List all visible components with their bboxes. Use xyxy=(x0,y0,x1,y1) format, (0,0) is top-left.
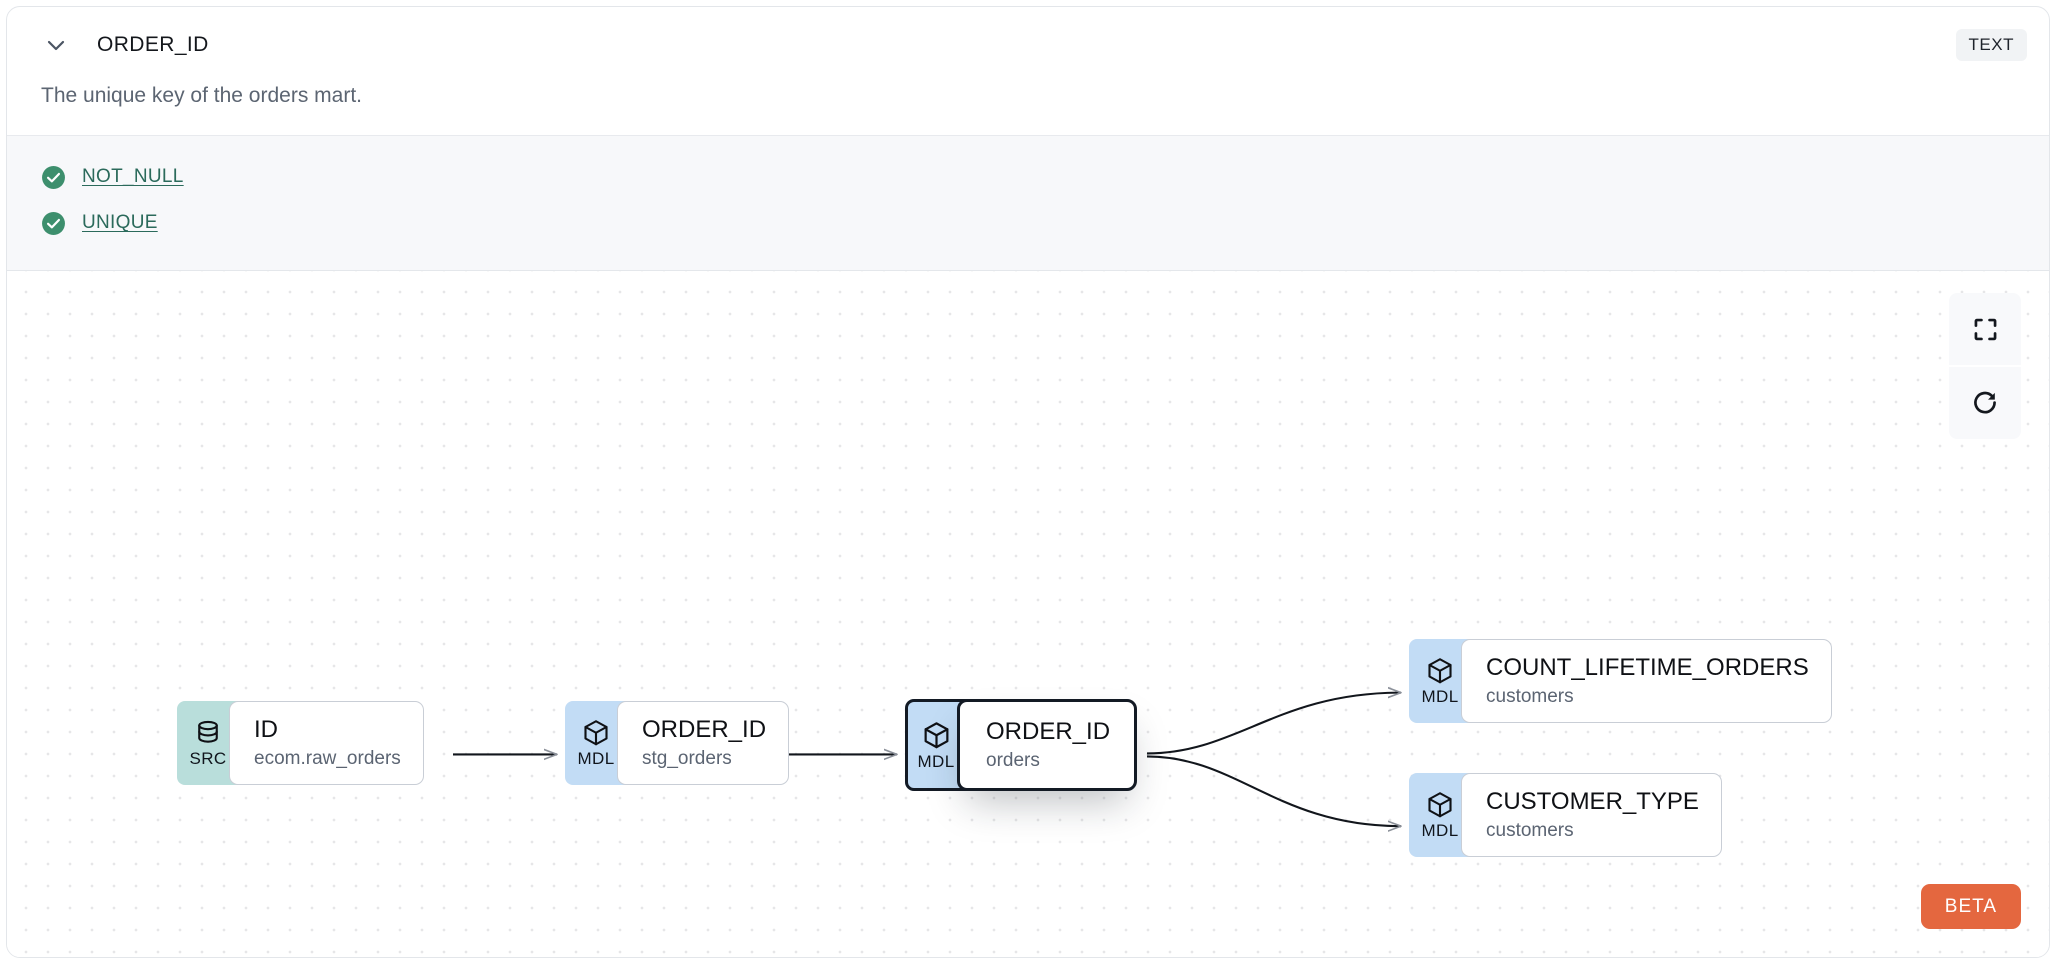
node-name: ORDER_ID xyxy=(642,716,767,744)
fit-view-button[interactable] xyxy=(1949,293,2021,366)
node-source: customers xyxy=(1486,685,1574,707)
reset-button[interactable] xyxy=(1949,367,2021,440)
node-name: CUSTOMER_TYPE xyxy=(1486,788,1699,816)
node-body: COUNT_LIFETIME_ORDERS customers xyxy=(1461,639,1832,723)
node-badge: MDL xyxy=(905,699,967,791)
node-source: ecom.raw_orders xyxy=(254,747,401,769)
lineage-node-src[interactable]: SRC ID ecom.raw_orders xyxy=(177,701,424,785)
check-circle-icon xyxy=(42,165,65,189)
cube-icon xyxy=(1428,792,1452,818)
type-badge: TEXT xyxy=(1955,29,2027,61)
node-name: ID xyxy=(254,716,278,744)
refresh-icon xyxy=(1974,391,1996,414)
cube-icon xyxy=(924,722,948,749)
tests-section: NOT_NULL UNIQUE xyxy=(7,135,2049,272)
lineage-node-count-lifetime-orders[interactable]: MDL COUNT_LIFETIME_ORDERS customers xyxy=(1409,639,1832,723)
node-body: ORDER_ID stg_orders xyxy=(617,701,790,785)
test-link-not-null[interactable]: NOT_NULL xyxy=(82,166,184,188)
node-name: ORDER_ID xyxy=(986,718,1111,746)
node-body: ID ecom.raw_orders xyxy=(229,701,424,785)
node-badge: MDL xyxy=(565,701,627,785)
cube-icon xyxy=(1428,658,1452,684)
node-badge-label: MDL xyxy=(577,749,615,769)
test-row: NOT_NULL xyxy=(41,154,2015,200)
node-body: ORDER_ID orders xyxy=(957,699,1138,791)
lineage-node-orders[interactable]: MDL ORDER_ID orders xyxy=(905,699,1138,791)
column-detail-card: ORDER_ID TEXT The unique key of the orde… xyxy=(6,6,2050,958)
database-icon xyxy=(198,721,218,744)
chevron-down-icon[interactable] xyxy=(41,30,71,60)
lineage-node-customer-type[interactable]: MDL CUSTOMER_TYPE customers xyxy=(1409,773,1722,857)
card-header: ORDER_ID TEXT xyxy=(7,7,2049,83)
node-source: orders xyxy=(986,749,1040,771)
column-description: The unique key of the orders mart. xyxy=(41,84,362,107)
node-badge-label: SRC xyxy=(189,749,227,769)
node-source: customers xyxy=(1486,819,1574,841)
beta-badge[interactable]: BETA xyxy=(1920,884,2021,929)
lineage-canvas[interactable]: SRC ID ecom.raw_orders MDL xyxy=(7,271,2049,957)
lineage-node-stg-orders[interactable]: MDL ORDER_ID stg_orders xyxy=(565,701,790,785)
node-body: CUSTOMER_TYPE customers xyxy=(1461,773,1722,857)
fit-screen-icon xyxy=(1974,318,1996,341)
cube-icon xyxy=(584,720,608,746)
canvas-controls xyxy=(1949,293,2021,440)
node-badge-label: MDL xyxy=(917,751,955,771)
node-badge-label: MDL xyxy=(1421,821,1459,841)
check-circle-icon xyxy=(42,211,65,235)
test-row: UNIQUE xyxy=(41,200,2015,246)
node-badge: MDL xyxy=(1409,773,1471,857)
page-title: ORDER_ID xyxy=(97,33,209,56)
node-name: COUNT_LIFETIME_ORDERS xyxy=(1486,654,1809,682)
lineage-edges xyxy=(453,271,2049,957)
node-badge: MDL xyxy=(1409,639,1471,723)
test-link-unique[interactable]: UNIQUE xyxy=(82,212,158,234)
node-badge-label: MDL xyxy=(1421,687,1459,707)
node-badge: SRC xyxy=(177,701,239,785)
node-source: stg_orders xyxy=(642,747,732,769)
